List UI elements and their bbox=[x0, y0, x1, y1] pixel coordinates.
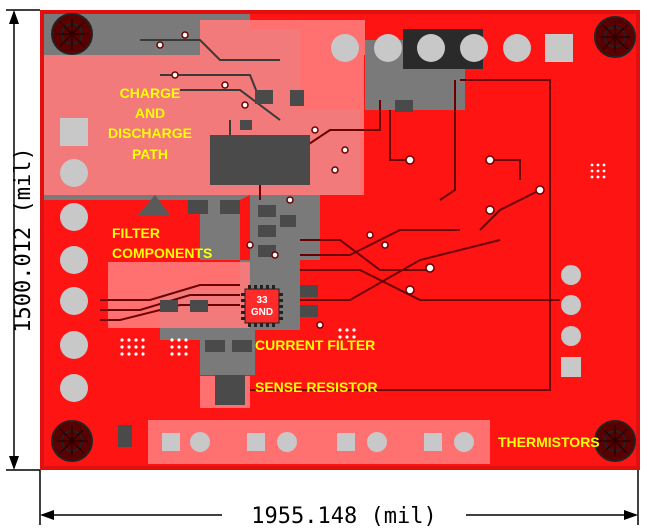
label-charge-path-line4: PATH bbox=[132, 146, 168, 162]
label-current-filter: CURRENT FILTER bbox=[255, 337, 375, 353]
label-charge-path-line2: AND bbox=[135, 105, 165, 121]
mounting-holes bbox=[51, 13, 636, 462]
label-sense-resistor: SENSE RESISTOR bbox=[255, 379, 378, 395]
ic-pin-label: 33 bbox=[256, 295, 268, 306]
mounting-hole-bottom-right bbox=[594, 420, 636, 462]
label-thermistors: THERMISTORS bbox=[498, 434, 600, 450]
ic-chip: 33 GND bbox=[241, 285, 283, 327]
height-dimension bbox=[6, 9, 40, 471]
ic-net-label: GND bbox=[251, 307, 273, 318]
smd-components bbox=[118, 90, 413, 447]
right-connector bbox=[561, 265, 581, 377]
traces bbox=[100, 39, 560, 391]
height-dimension-label: 1500.012 (mil) bbox=[11, 147, 36, 332]
mounting-hole-bottom-left bbox=[51, 420, 93, 462]
thermistor-pads bbox=[162, 432, 474, 452]
vias bbox=[156, 31, 545, 329]
label-charge-path-line3: DISCHARGE bbox=[108, 125, 192, 141]
label-charge-path-line1: CHARGE bbox=[120, 85, 181, 101]
mounting-hole-top-right bbox=[594, 16, 636, 58]
mounting-hole-top-left bbox=[51, 13, 93, 55]
width-dimension-label: 1955.148 (mil) bbox=[251, 504, 436, 528]
label-filter-line1: FILTER bbox=[112, 225, 160, 241]
left-connector bbox=[60, 118, 88, 402]
top-connector bbox=[331, 29, 573, 69]
label-filter-line2: COMPONENTS bbox=[112, 245, 212, 261]
via-arrays bbox=[120, 163, 606, 356]
